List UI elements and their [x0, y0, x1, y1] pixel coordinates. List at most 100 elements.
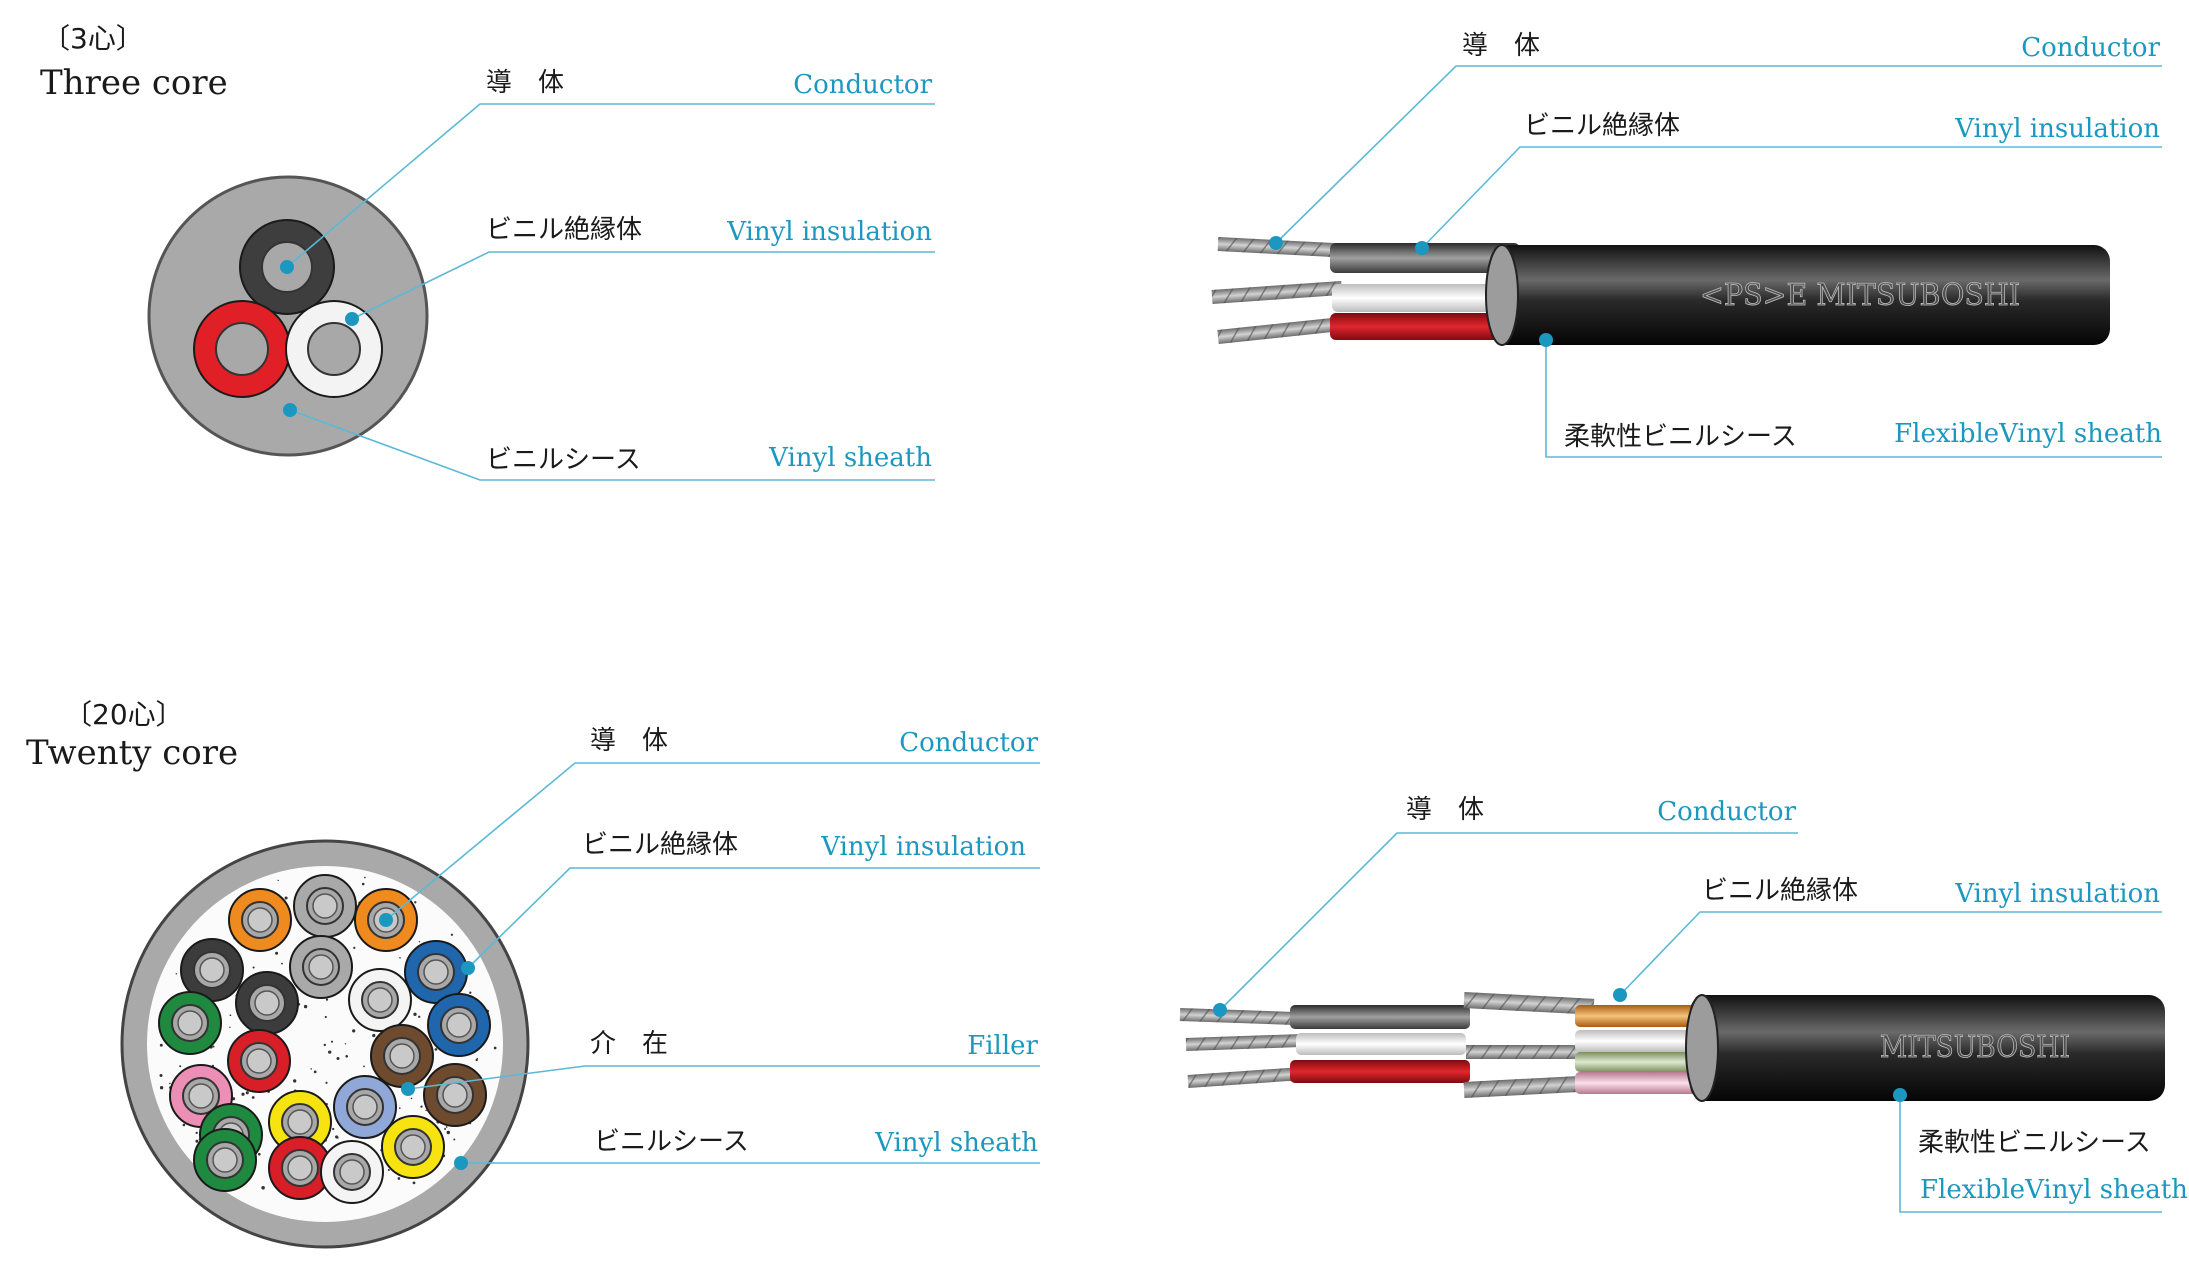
tc-side-insulation-jp: ビニル絶縁体	[1524, 111, 1680, 141]
twc-section-sheath-en: Vinyl sheath	[874, 1128, 1038, 1158]
filler-fiber	[169, 1082, 171, 1085]
filler-fiber	[323, 1043, 326, 1047]
core-light-blue	[333, 1075, 397, 1139]
filler-fiber	[313, 1070, 317, 1074]
twc-section-conductor-en: Conductor	[899, 728, 1038, 758]
twc-section-insulation-jp: ビニル絶縁体	[582, 830, 738, 860]
filler-fiber	[332, 1127, 335, 1131]
filler-fiber	[159, 1073, 163, 1078]
filler-fiber	[352, 1029, 356, 1033]
filler-fiber	[241, 1092, 245, 1096]
filler-fiber	[445, 1126, 448, 1128]
twc-section-insulation-en: Vinyl insulation	[820, 832, 1026, 862]
twc-side-insulation-en: Vinyl insulation	[1954, 879, 2160, 909]
insulation-pointer-dot	[345, 312, 359, 326]
core-green	[158, 991, 222, 1055]
filler-fiber	[475, 1058, 478, 1062]
twc-side-insulation-jp: ビニル絶縁体	[1702, 876, 1858, 906]
filler-fiber	[336, 1136, 339, 1139]
filler-fiber	[275, 951, 279, 955]
filler-fiber	[324, 1015, 327, 1019]
filler-fiber	[179, 1065, 182, 1068]
core-green	[193, 1128, 257, 1192]
core-blue	[404, 940, 468, 1004]
filler-fiber	[413, 1012, 417, 1016]
filler-fiber	[175, 973, 178, 975]
core-white	[348, 968, 412, 1032]
filler-fiber	[364, 876, 366, 879]
filler-fiber	[229, 1026, 231, 1029]
conductor-pointer-dot	[280, 260, 294, 274]
filler-fiber	[476, 1057, 479, 1060]
twenty-side-sheath-dot	[1893, 1088, 1907, 1102]
filler-fiber	[453, 1138, 456, 1141]
twc-side-conductor-jp: 導 体	[1406, 795, 1484, 825]
twenty-core-section-leaders	[385, 762, 1040, 1164]
filler-fiber	[310, 1068, 312, 1070]
filler-fiber	[229, 1014, 232, 1017]
tc-side-sheath-en: FlexibleVinyl sheath	[1894, 419, 2162, 449]
filler-fiber	[420, 1105, 423, 1108]
filler-fiber	[330, 1040, 334, 1043]
twc-side-sheath-jp: 柔軟性ビニルシース	[1918, 1128, 2151, 1158]
core-grey	[289, 935, 353, 999]
filler-fiber	[251, 1096, 255, 1099]
filler-fiber	[325, 1081, 328, 1084]
filler-fiber	[418, 1015, 421, 1018]
conductor-red	[215, 322, 269, 376]
filler-fiber	[493, 1046, 497, 1050]
tc-section-conductor-jp: 導 体	[486, 68, 564, 98]
twenty-filler-dot	[401, 1082, 415, 1096]
filler-fiber	[450, 933, 454, 936]
filler-fiber	[303, 1004, 308, 1009]
filler-fiber	[446, 1130, 451, 1135]
filler-fiber	[399, 957, 401, 959]
filler-fiber	[345, 1055, 348, 1058]
sheath-pointer-dot	[283, 403, 297, 417]
filler-fiber	[261, 1186, 265, 1190]
conductor-white	[307, 322, 361, 376]
filler-fiber	[387, 1168, 390, 1172]
side-sheath-dot	[1539, 333, 1553, 347]
twenty-cable-marking: MITSUBOSHI	[1880, 1030, 2070, 1065]
twc-section-filler-en: Filler	[967, 1031, 1038, 1061]
filler-fiber	[159, 1043, 163, 1047]
tc-side-sheath-jp: 柔軟性ビニルシース	[1564, 422, 1797, 452]
core-black	[235, 971, 299, 1035]
flexible-vinyl-sheath	[1490, 245, 2110, 345]
twenty-core-title-en: Twenty core	[26, 733, 238, 773]
filler-fiber	[325, 998, 329, 1001]
twenty-core-side-view: MITSUBOSHI	[1179, 992, 2165, 1102]
core-black	[180, 938, 244, 1002]
twc-side-sheath-en: FlexibleVinyl sheath	[1920, 1175, 2188, 1205]
filler-fiber	[434, 1048, 438, 1051]
filler-fiber	[353, 946, 356, 950]
filler-fiber	[344, 1043, 347, 1045]
tc-side-conductor-jp: 導 体	[1462, 31, 1540, 61]
twenty-core-cross-section	[120, 839, 530, 1249]
core-grey	[293, 874, 357, 938]
filler-fiber	[412, 1181, 416, 1185]
filler-fiber	[398, 1107, 401, 1109]
twenty-core-title-jp: 〔20心〕	[64, 698, 184, 731]
filler-fiber	[212, 1045, 215, 1048]
side-insulation-dot	[1415, 241, 1429, 255]
core-blue	[427, 993, 491, 1057]
core-red	[227, 1029, 291, 1093]
twenty-conductor-dot	[379, 913, 393, 927]
filler-fiber	[195, 1131, 198, 1135]
tc-section-insulation-jp: ビニル絶縁体	[486, 215, 642, 245]
filler-fiber	[293, 1079, 297, 1083]
twc-section-conductor-jp: 導 体	[590, 726, 668, 756]
filler-fiber	[245, 1091, 249, 1095]
core-brown	[370, 1024, 434, 1088]
three-core-cross-section	[147, 175, 429, 457]
three-core-title-en: Three core	[40, 63, 228, 103]
filler-fiber	[328, 1050, 332, 1054]
filler-fiber	[418, 941, 421, 943]
tc-section-sheath-en: Vinyl sheath	[768, 443, 932, 473]
three-core-side-view: <PS>E MITSUBOSHI	[1211, 237, 2110, 346]
twenty-insulation-dot	[461, 961, 475, 975]
cable-marking: <PS>E MITSUBOSHI	[1700, 278, 2020, 313]
